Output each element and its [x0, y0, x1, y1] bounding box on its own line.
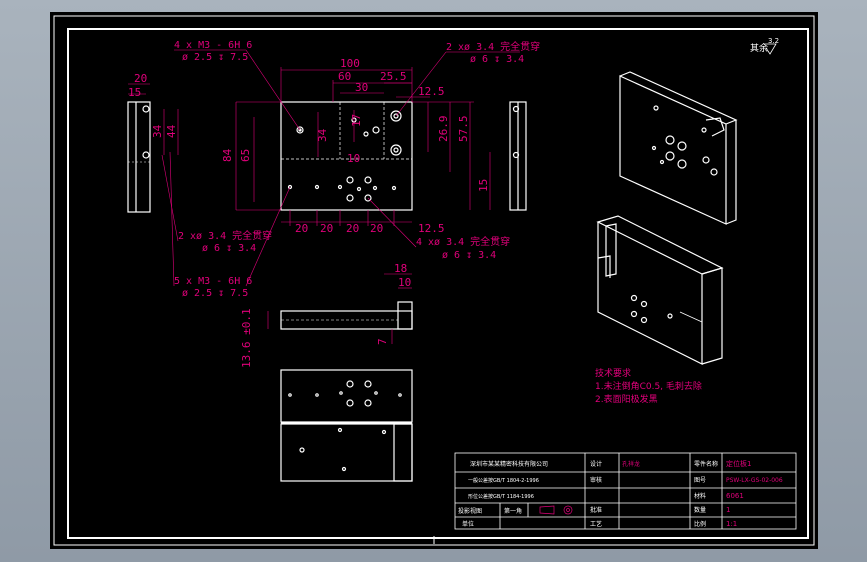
dim-18: 18: [394, 262, 407, 275]
callout-leaders: [161, 49, 520, 287]
side-dimensions: 20 15 34 44: [128, 72, 178, 138]
dim-20d: 20: [370, 222, 383, 235]
roughness-label: 其余: [750, 42, 768, 54]
dim-20b: 20: [320, 222, 333, 235]
roughness-icon: [764, 43, 777, 55]
callout-5-line1: 5 x M3 - 6H 6: [174, 276, 252, 287]
dim-17: 17: [350, 114, 363, 127]
tb-sheet: 1:1: [726, 520, 737, 528]
dim-15-side: 15: [128, 86, 141, 99]
tb-company: 深圳市某某精密科技有限公司: [470, 460, 548, 468]
tb-label-drawing-no: 图号: [694, 477, 706, 484]
left-side-view: [127, 101, 151, 213]
tb-designer: 孔祥龙: [622, 460, 640, 468]
dim-100: 100: [340, 57, 360, 70]
tb-part-name: 定位板1: [726, 459, 751, 468]
callout-4-line1: 4 xø 3.4 完全贯穿: [416, 235, 510, 248]
title-block: 深圳市某某精密科技有限公司 一般公差按GB/T 1804-2-1996 形位公差…: [454, 452, 797, 530]
inner-border: [67, 28, 809, 539]
callout-5-line2: ø 2.5 ↧ 7.5: [182, 288, 248, 299]
front-view: [280, 101, 413, 211]
callout-1-line2: ø 2.5 ↧ 7.5: [182, 52, 248, 63]
side-dimension-lines: [128, 83, 179, 155]
tb-label-process: 工艺: [590, 520, 602, 528]
dim-7: 7: [376, 338, 389, 345]
dim-15: 15: [477, 179, 490, 192]
tb-label-scale: 比例: [694, 520, 706, 528]
callout-3-line2: ø 6 ↧ 3.4: [202, 243, 256, 254]
cad-drawing: 其余 3.2 100 60 25.5: [53, 15, 815, 546]
projection-symbol-icon: [539, 505, 573, 515]
dim-25-5: 25.5: [380, 70, 407, 83]
dim-20-side: 20: [134, 72, 147, 85]
dim-10b: 10: [398, 276, 411, 289]
dim-10: 10: [347, 152, 360, 165]
right-side-view: [509, 101, 527, 211]
dim-60: 60: [338, 70, 351, 83]
isometric-view-top: [619, 71, 738, 225]
dim-65: 65: [239, 149, 252, 162]
dim-20c: 20: [346, 222, 359, 235]
tb-drawing-no: PSW-LX-GS-02-006: [726, 477, 783, 484]
tb-label-name: 零件名称: [694, 460, 718, 468]
dim-44-side: 44: [165, 124, 178, 138]
tb-std-geo: 形位公差按GB/T 1184-1996: [468, 493, 534, 500]
tb-material: 6061: [726, 492, 744, 500]
dim-34-side: 34: [151, 124, 164, 138]
top-view-dimensions: 18 10 13.6 ±0.1 7: [240, 262, 411, 368]
front-dimension-lines: [235, 67, 491, 226]
top-view-dimension-lines: [267, 273, 412, 344]
notes-line2: 2.表面阳极发黑: [595, 393, 658, 405]
tb-label-approve: 批准: [590, 506, 602, 514]
hole-callouts: 4 x M3 - 6H 6 ø 2.5 ↧ 7.5 2 xø 3.4 完全贯穿 …: [174, 40, 540, 299]
drawing-canvas: 其余 3.2 100 60 25.5: [50, 12, 818, 549]
callout-3-line1: 2 xø 3.4 完全贯穿: [178, 229, 272, 242]
dim-13-6: 13.6 ±0.1: [240, 308, 253, 368]
dim-26-9: 26.9: [437, 116, 450, 143]
callout-1-line1: 4 x M3 - 6H 6: [174, 40, 252, 51]
tb-label-qty: 数量: [694, 506, 706, 514]
dim-57-5: 57.5: [457, 116, 470, 143]
tb-label-material: 材料: [694, 492, 706, 500]
notes-title: 技术要求: [595, 367, 631, 379]
outer-border: [53, 15, 815, 546]
callout-2-line2: ø 6 ↧ 3.4: [470, 54, 524, 65]
dim-12-5: 12.5: [418, 85, 445, 98]
callout-2-line1: 2 xø 3.4 完全贯穿: [446, 40, 540, 53]
tb-label-angle: 第一角: [504, 507, 522, 515]
front-dimensions: 100 60 25.5 30 12.5 84 65 34 17 10 26.9 …: [221, 57, 490, 235]
dim-30: 30: [355, 81, 368, 94]
dim-12-5b: 12.5: [418, 222, 445, 235]
tb-quantity: 1: [726, 506, 730, 514]
tb-label-proj: 投影视图: [458, 507, 482, 515]
top-view: [280, 301, 413, 330]
tb-std-tol: 一般公差按GB/T 1804-2-1996: [468, 477, 539, 484]
notes-line1: 1.未注倒角C0.5, 毛刺去除: [595, 380, 702, 392]
tb-label-design: 设计: [590, 460, 602, 468]
roughness-value: 3.2: [768, 37, 779, 45]
bottom-view: [280, 369, 413, 482]
dim-34: 34: [316, 128, 329, 142]
tb-label-unit: 单位: [462, 520, 474, 528]
technical-notes: 技术要求 1.未注倒角C0.5, 毛刺去除 2.表面阳极发黑: [595, 367, 702, 405]
dim-84: 84: [221, 148, 234, 162]
isometric-view-bottom: [596, 215, 724, 365]
dim-20a: 20: [295, 222, 308, 235]
tb-label-check: 审核: [590, 476, 602, 484]
callout-4-line2: ø 6 ↧ 3.4: [442, 250, 496, 261]
